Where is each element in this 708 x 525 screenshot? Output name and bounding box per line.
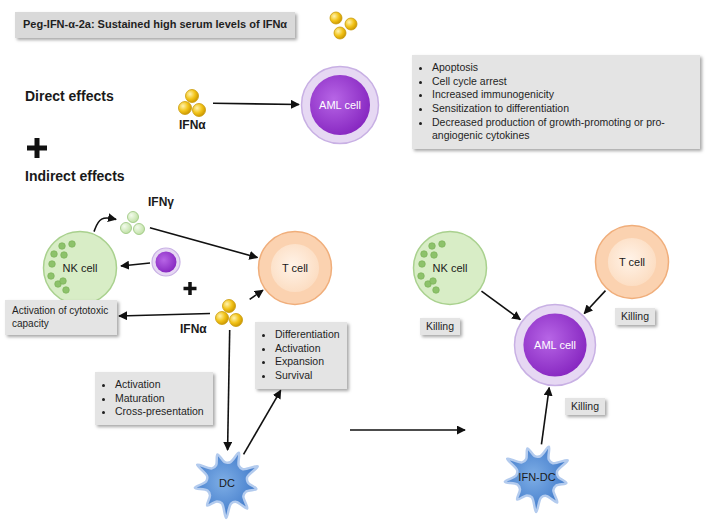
cell-name: AML cell <box>513 339 597 351</box>
granule <box>418 273 425 280</box>
cytokine-molecule <box>186 90 199 103</box>
ifn-molecule <box>334 27 346 39</box>
result-arrow <box>350 429 465 431</box>
effect-item: Cell cycle arrest <box>432 75 692 89</box>
arrow-connector <box>584 291 605 314</box>
granule <box>48 273 55 280</box>
cell-membrane <box>152 248 180 276</box>
effect-item: Activation <box>275 342 339 356</box>
cytokine-dots: IFNα <box>212 298 248 328</box>
arrow-connector <box>150 228 257 258</box>
cytokine-molecule <box>128 212 139 223</box>
effects-box: DifferentiationActivationExpansionSurviv… <box>255 322 347 389</box>
title-text: Peg-IFN-α-2a: Sustained high serum level… <box>23 18 287 32</box>
granule <box>419 261 426 268</box>
granule <box>421 251 428 258</box>
cell-name: DC <box>190 477 264 489</box>
ifn-alpha-dots <box>330 12 357 39</box>
effect-item: Survival <box>275 369 339 383</box>
cytokine-molecule <box>223 300 236 313</box>
cytokine-molecule <box>216 312 229 325</box>
effect-item: Expansion <box>275 355 339 369</box>
arrow-connector <box>119 314 210 316</box>
effect-item: Increased immunogenicity <box>432 88 692 102</box>
arrow-connector <box>94 218 116 232</box>
ifn-molecule <box>345 18 357 30</box>
killing-box: Killing <box>615 308 655 325</box>
aml-cell: AML cell <box>513 303 597 387</box>
killing-text: Killing <box>426 320 454 333</box>
nk-cell: NK cell <box>42 230 118 306</box>
effect-item: Decreased production of growth-promoting… <box>432 116 692 143</box>
cell-name: IFN-DC <box>500 471 574 483</box>
section-heading: Indirect effects <box>25 168 125 184</box>
arrow-connector <box>250 290 263 299</box>
effect-item: Differentiation <box>275 328 339 342</box>
cell-name: NK cell <box>412 262 488 274</box>
cytokine-molecule <box>179 102 192 115</box>
effect-item: Activation <box>115 378 205 392</box>
effect-item: Maturation <box>115 392 205 406</box>
title-box: Peg-IFN-α-2a: Sustained high serum level… <box>15 12 295 38</box>
plus-sign <box>27 138 47 158</box>
granule <box>69 241 76 248</box>
effect-item: Sensitization to differentiation <box>432 102 692 116</box>
granule <box>61 252 68 259</box>
cytokine-dots: IFNγ <box>118 210 148 236</box>
effect-item: Apoptosis <box>432 61 692 75</box>
granule <box>433 287 440 294</box>
aml-cell: AML cell <box>300 65 380 145</box>
ifn-molecule <box>330 12 342 24</box>
cytokine-molecule <box>134 224 145 235</box>
cytokine-dots: IFNα <box>175 88 211 118</box>
cell-name: T cell <box>257 262 333 274</box>
cell-name: NK cell <box>42 262 118 274</box>
dots-outline <box>212 298 248 328</box>
killing-box: Killing <box>565 398 605 415</box>
plus-sign <box>184 282 197 295</box>
cell-name: AML cell <box>300 99 380 111</box>
arrow-connector <box>541 388 549 445</box>
arrow-connector <box>244 390 281 454</box>
granule <box>430 278 437 285</box>
cell-body <box>156 252 177 273</box>
granule <box>63 287 70 294</box>
cytokine-name: IFNα <box>180 322 207 336</box>
activation-arrow <box>121 263 150 266</box>
killing-text: Killing <box>621 310 649 323</box>
dots-outline <box>175 88 211 118</box>
effect-text: Activation of cytotoxic capacity <box>12 305 110 330</box>
granule <box>439 241 446 248</box>
section-heading: Direct effects <box>25 88 114 104</box>
arrow-connector <box>213 103 299 104</box>
arrow-connector <box>228 330 230 450</box>
effect-item: Cross-presentation <box>115 405 205 419</box>
nk-cell: NK cell <box>412 230 488 306</box>
dots-outline <box>118 210 148 236</box>
t-cell: T cell <box>594 224 670 300</box>
granule <box>431 252 438 259</box>
cytokine-name: IFNα <box>179 118 206 132</box>
effect-box: Activation of cytotoxic capacity <box>5 300 117 335</box>
effects-box: ActivationMaturationCross-presentation <box>95 372 213 425</box>
cell-name: T cell <box>594 256 670 268</box>
dendritic-cell: IFN-DC <box>500 440 574 514</box>
granule <box>49 261 56 268</box>
killing-box: Killing <box>420 318 460 335</box>
cytokine-molecule <box>121 223 132 234</box>
killing-text: Killing <box>571 400 599 413</box>
cytokine-molecule <box>193 104 206 117</box>
granule <box>59 243 66 250</box>
t-cell: T cell <box>257 230 333 306</box>
granule <box>51 251 58 258</box>
cytokine-name: IFNγ <box>148 195 174 209</box>
dendritic-cell: DC <box>190 446 264 520</box>
cytokine-molecule <box>230 314 243 327</box>
small-aml-cell <box>152 248 180 276</box>
granule <box>60 278 67 285</box>
granule <box>429 243 436 250</box>
effects-box: ApoptosisCell cycle arrestIncreased immu… <box>412 55 700 149</box>
arrow-connector <box>481 291 520 320</box>
